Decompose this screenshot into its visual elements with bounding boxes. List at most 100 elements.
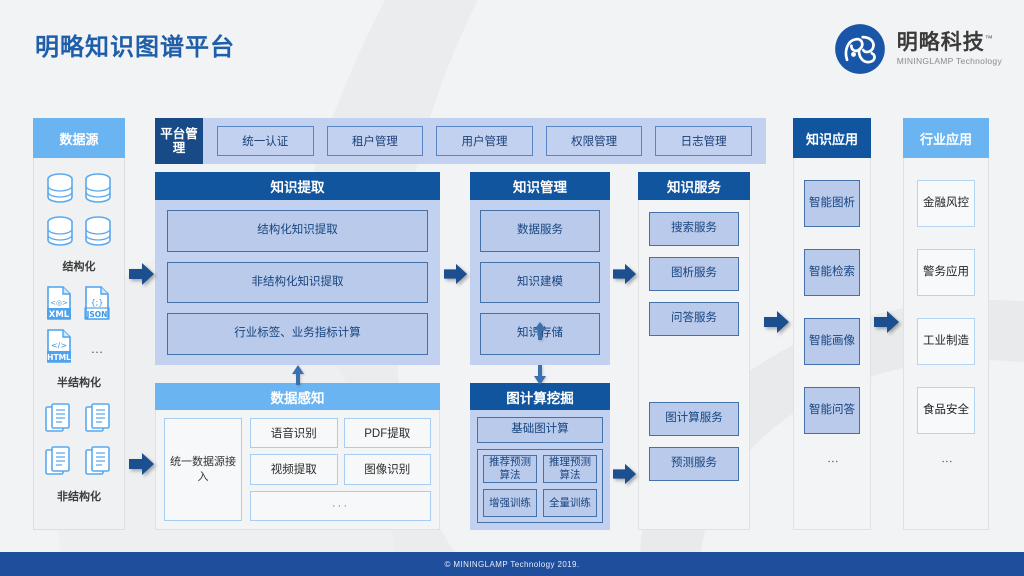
indapp-item-police[interactable]: 警务应用: [917, 249, 975, 296]
arrow-graph-to-kservice: [613, 462, 637, 486]
perception-cell-speech[interactable]: 语音识别: [250, 418, 338, 449]
platform-management-label: 平台管理: [155, 118, 203, 164]
database-cylinder-icon: [83, 215, 113, 252]
datasource-group-unstructured: 非结构化: [44, 402, 114, 516]
perception-cell-image[interactable]: 图像识别: [343, 454, 431, 485]
svg-text:XML: XML: [49, 310, 70, 320]
perception-cell-video[interactable]: 视频提取: [250, 454, 338, 485]
extraction-body: 结构化知识提取 非结构化知识提取 行业标签、业务指标计算: [155, 200, 440, 365]
json-file-icon: {;} JSON: [82, 286, 114, 325]
indapp-item-manufacturing[interactable]: 工业制造: [917, 318, 975, 365]
arrow-kservice-to-kapp: [764, 310, 790, 334]
kapp-item-smart-qa[interactable]: 智能问答: [804, 387, 860, 434]
database-cylinder-icon: [83, 172, 113, 209]
kservice-spacer: [649, 347, 739, 402]
perception-body: 统一数据源接入 语音识别 PDF提取 视频提取 图像识别 ···: [155, 410, 440, 530]
arrow-perception-to-extraction: [291, 365, 305, 390]
extraction-item-structured[interactable]: 结构化知识提取: [167, 210, 428, 252]
database-cylinder-group: [45, 172, 113, 252]
indapp-item-financial-risk[interactable]: 金融风控: [917, 180, 975, 227]
platform-item-tenant-mgmt[interactable]: 租户管理: [326, 126, 424, 156]
arrow-datasource-to-extraction: [129, 262, 155, 286]
perception-cell-grid: 语音识别 PDF提取 视频提取 图像识别 ···: [250, 418, 431, 521]
column-industry-application: 行业应用 金融风控 警务应用 工业制造 食品安全 ⋮: [903, 118, 989, 530]
kservice-item-graph-analysis[interactable]: 图析服务: [649, 257, 739, 291]
platform-management-bar: 平台管理 统一认证 租户管理 用户管理 权限管理 日志管理: [155, 118, 766, 164]
arrow-extraction-to-kmgmt: [444, 262, 468, 286]
graph-algo-recommend[interactable]: 推荐预测算法: [483, 455, 537, 483]
platform-item-log-mgmt[interactable]: 日志管理: [655, 126, 752, 156]
svg-text:JSON: JSON: [86, 310, 108, 319]
brand-name-en: MININGLAMP Technology: [896, 56, 1002, 67]
brand-lockup: 明略科技™ MININGLAMP Technology: [833, 22, 1002, 76]
database-cylinder-icon: [45, 215, 75, 252]
perception-unified-ingest[interactable]: 统一数据源接入: [164, 418, 242, 521]
document-stack-icon: [44, 445, 74, 482]
kmgmt-item-modeling[interactable]: 知识建模: [480, 261, 600, 304]
kservice-title: 知识服务: [638, 172, 750, 200]
column-datasource: 数据源 结构化 <◎>XML {;}JSON </>HTML … 半结构: [33, 118, 125, 530]
svg-text:</>: </>: [51, 341, 67, 350]
graph-algo-incremental-training[interactable]: 增强训练: [483, 489, 537, 517]
arrow-kmgmt-to-kservice: [613, 262, 637, 286]
indapp-body: 金融风控 警务应用 工业制造 食品安全 ⋮: [903, 158, 989, 530]
kapp-title: 知识应用: [793, 118, 871, 158]
extraction-title: 知识提取: [155, 172, 440, 200]
panel-knowledge-management: 知识管理 数据服务 知识建模 知识存储: [470, 172, 610, 365]
extraction-item-unstructured[interactable]: 非结构化知识提取: [167, 261, 428, 304]
trademark-symbol: ™: [984, 34, 994, 44]
document-stack-icon: [44, 402, 74, 439]
datasource-more-files: …: [90, 341, 106, 356]
graph-base-compute[interactable]: 基础图计算: [477, 417, 603, 443]
platform-item-unified-auth[interactable]: 统一认证: [217, 126, 314, 156]
kservice-body: 搜索服务 图析服务 问答服务 图计算服务 预测服务: [638, 200, 750, 530]
perception-cell-pdf[interactable]: PDF提取: [343, 418, 431, 449]
svg-text:<◎>: <◎>: [50, 299, 68, 307]
datasource-title: 数据源: [33, 118, 125, 158]
graph-algo-full-training[interactable]: 全量训练: [543, 489, 597, 517]
datasource-label-unstructured: 非结构化: [57, 491, 101, 503]
datasource-group-structured: 结构化: [45, 172, 113, 286]
graph-algorithm-grid: 推荐预测算法 推理预测算法 增强训练 全量训练: [477, 449, 603, 523]
mininglamp-logo-icon: [833, 22, 887, 76]
datasource-body: 结构化 <◎>XML {;}JSON </>HTML … 半结构化: [33, 158, 125, 530]
kapp-item-smart-profile[interactable]: 智能画像: [804, 318, 860, 365]
datasource-group-semistructured: <◎>XML {;}JSON </>HTML … 半结构化: [44, 286, 114, 402]
panel-knowledge-service: 知识服务 搜索服务 图析服务 问答服务 图计算服务 预测服务: [638, 172, 750, 530]
xml-file-icon: <◎> XML: [44, 286, 76, 325]
platform-item-permission-mgmt[interactable]: 权限管理: [545, 126, 643, 156]
kservice-item-qa[interactable]: 问答服务: [649, 302, 739, 336]
graph-title: 图计算挖掘: [470, 383, 610, 410]
document-stack-group: [44, 402, 114, 482]
arrow-datasource-to-perception: [129, 452, 155, 476]
panel-data-perception: 数据感知 统一数据源接入 语音识别 PDF提取 视频提取 图像识别 ···: [155, 383, 440, 530]
platform-item-user-mgmt[interactable]: 用户管理: [436, 126, 533, 156]
kservice-item-graph-compute[interactable]: 图计算服务: [649, 402, 739, 436]
platform-management-items: 统一认证 租户管理 用户管理 权限管理 日志管理: [203, 118, 766, 164]
kapp-item-smart-retrieval[interactable]: 智能检索: [804, 249, 860, 296]
indapp-title: 行业应用: [903, 118, 989, 158]
panel-knowledge-extraction: 知识提取 结构化知识提取 非结构化知识提取 行业标签、业务指标计算: [155, 172, 440, 365]
extraction-item-industry-tags[interactable]: 行业标签、业务指标计算: [167, 313, 428, 356]
page-title: 明略知识图谱平台: [35, 34, 235, 61]
kmgmt-body: 数据服务 知识建模 知识存储: [470, 200, 610, 365]
graph-body: 基础图计算 推荐预测算法 推理预测算法 增强训练 全量训练: [470, 410, 610, 530]
datasource-label-structured: 结构化: [62, 261, 96, 273]
kapp-item-smart-graph-analysis[interactable]: 智能图析: [804, 180, 860, 227]
indapp-item-food-safety[interactable]: 食品安全: [917, 387, 975, 434]
perception-title: 数据感知: [155, 383, 440, 410]
footer-copyright: © MININGLAMP Technology 2019.: [0, 552, 1024, 576]
arrow-kmgmt-to-graph: [533, 365, 547, 390]
svg-text:{;}: {;}: [91, 298, 104, 307]
kmgmt-item-data-service[interactable]: 数据服务: [480, 210, 600, 252]
panel-graph-mining: 图计算挖掘 基础图计算 推荐预测算法 推理预测算法 增强训练 全量训练: [470, 383, 610, 530]
kservice-item-prediction[interactable]: 预测服务: [649, 447, 739, 481]
arrow-storage-to-modeling: [533, 322, 547, 345]
graph-algo-inference[interactable]: 推理预测算法: [543, 455, 597, 483]
kapp-body: 智能图析 智能检索 智能画像 智能问答 ⋮: [793, 158, 871, 530]
arrow-kapp-to-indapp: [874, 310, 900, 334]
html-file-icon: </>HTML: [44, 329, 76, 368]
kservice-item-search[interactable]: 搜索服务: [649, 212, 739, 246]
perception-cell-more[interactable]: ···: [250, 490, 431, 521]
